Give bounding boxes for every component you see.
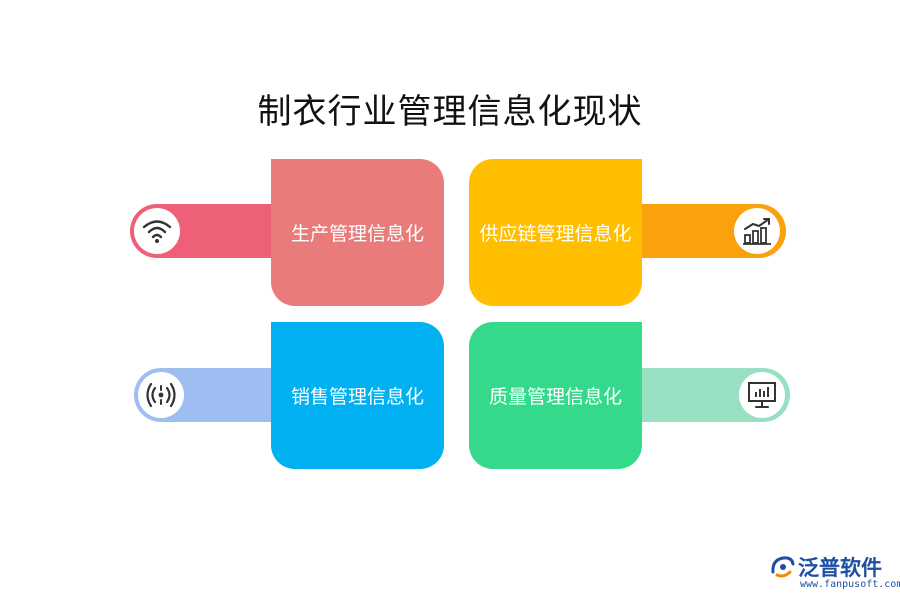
block-sales-label: 销售管理信息化 — [290, 386, 424, 408]
icon-circle-production — [134, 208, 180, 254]
monitor-chart-icon — [748, 382, 776, 408]
brand-logo: 泛普软件 www.fanpusoft.com — [770, 552, 900, 594]
wifi-icon — [142, 220, 172, 243]
icon-circle-sales — [138, 372, 184, 418]
logo-swirl-icon — [771, 556, 795, 578]
block-supply-chain: 供应链管理信息化 — [469, 159, 642, 306]
block-sales: 销售管理信息化 — [271, 322, 444, 469]
page-title: 制衣行业管理信息化现状 — [257, 92, 643, 132]
broadcast-icon — [146, 382, 176, 408]
icon-circle-quality — [739, 372, 785, 418]
block-supply-chain-label: 供应链管理信息化 — [479, 223, 632, 245]
icon-circle-supply-chain — [734, 208, 780, 254]
bar-chart-icon — [743, 218, 771, 245]
block-quality: 质量管理信息化 — [469, 322, 642, 469]
block-production-label: 生产管理信息化 — [290, 223, 424, 245]
logo-name: 泛普软件 — [798, 556, 882, 580]
block-quality-label: 质量管理信息化 — [488, 386, 622, 408]
block-production: 生产管理信息化 — [271, 159, 444, 306]
logo-url: www.fanpusoft.com — [800, 579, 900, 590]
